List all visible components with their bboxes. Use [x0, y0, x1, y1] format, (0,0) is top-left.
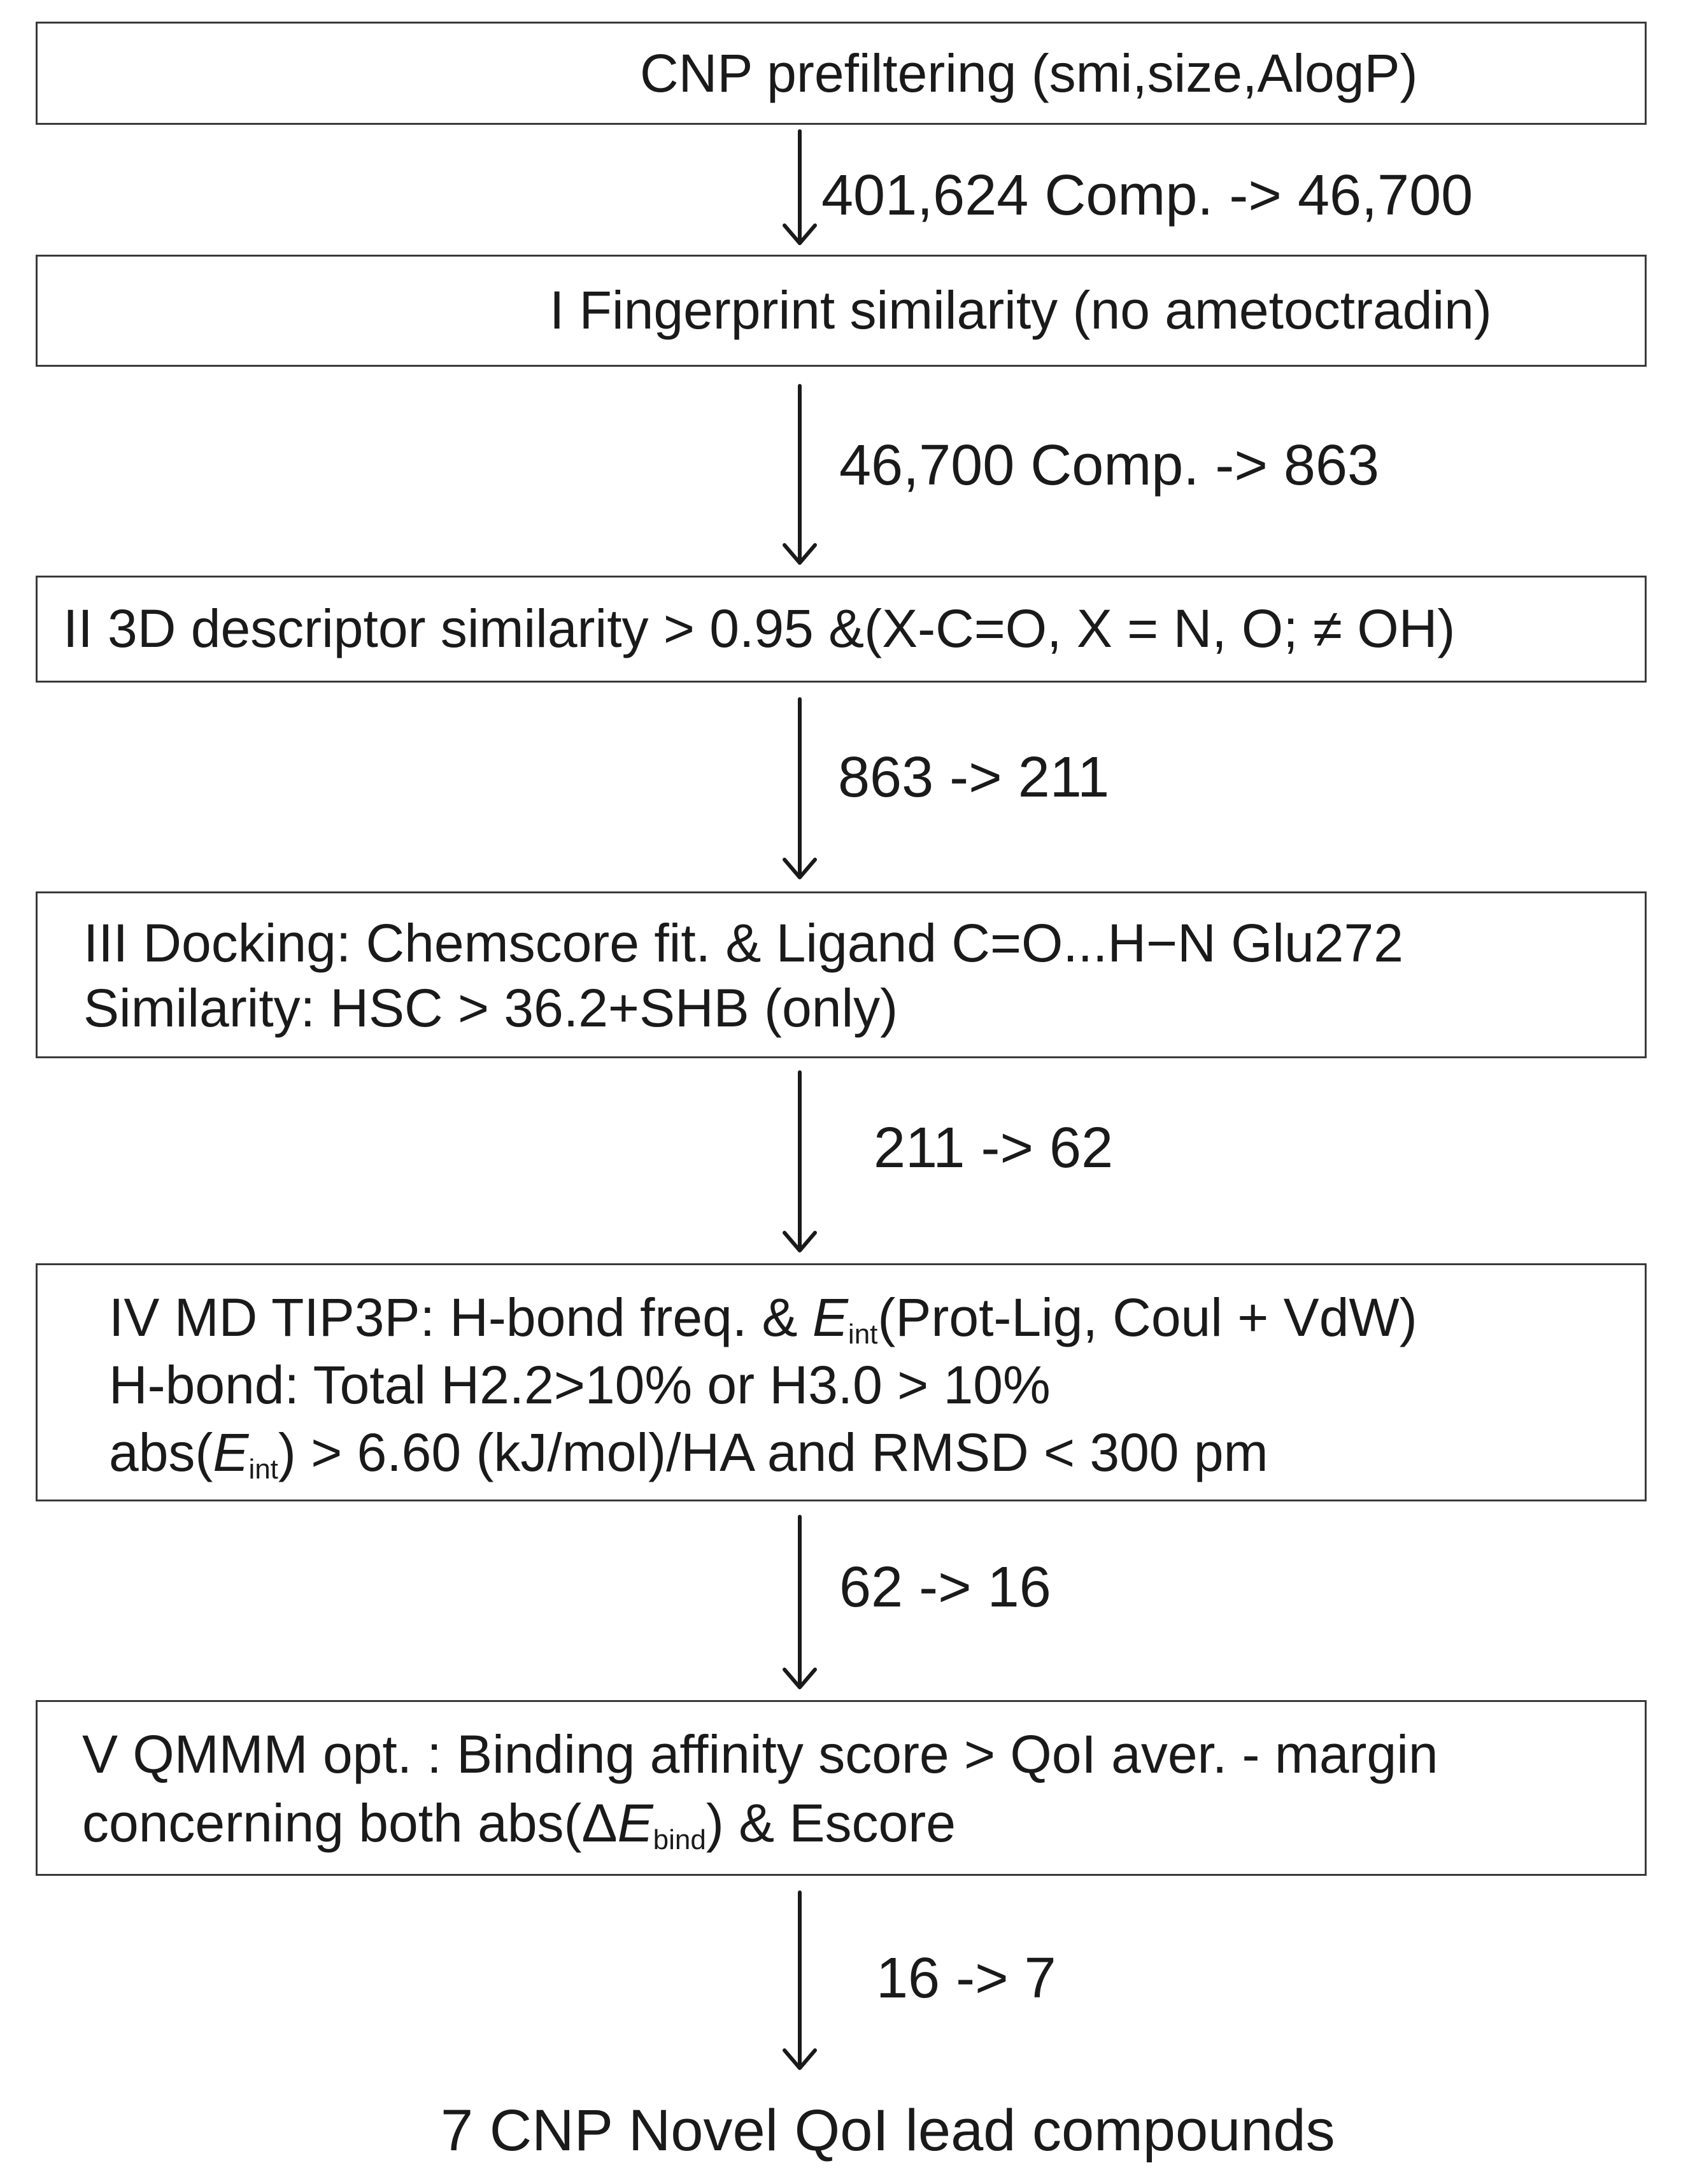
transition-count-3: 863 -> 211: [838, 746, 1110, 809]
stage-text-line-1: III Docking: Chemscore fit. & Ligand C=O…: [83, 913, 1403, 973]
transition-count-6: 16 -> 7: [876, 1946, 1056, 2010]
stage-text-line-2: Similarity: HSC > 36.2+SHB (only): [83, 978, 898, 1038]
stage-box-qmmm: V QMMM opt. : Binding affinity score > Q…: [36, 1700, 1647, 1876]
flow-arrow-4: [783, 1070, 817, 1252]
stage-box-docking: III Docking: Chemscore fit. & Ligand C=O…: [36, 891, 1647, 1058]
stage-text-line-1: IV MD TIP3P: H-bond freq. & Eint(Prot-Li…: [109, 1287, 1417, 1350]
transition-count-2: 46,700 Comp. -> 863: [839, 434, 1380, 497]
stage-box-fingerprint: I Fingerprint similarity (no ametoctradi…: [36, 255, 1647, 367]
flow-arrow-2: [783, 384, 817, 565]
transition-count-5: 62 -> 16: [839, 1556, 1051, 1619]
transition-count-4: 211 -> 62: [874, 1116, 1114, 1180]
stage-text: CNP prefiltering (smi,size,AlogP): [640, 43, 1418, 103]
stage-text-line-3: abs(Eint) > 6.60 (kJ/mol)/HA and RMSD < …: [109, 1422, 1268, 1485]
stage-box-prefiltering: CNP prefiltering (smi,size,AlogP): [36, 22, 1647, 125]
stage-box-3d-descriptor: II 3D descriptor similarity > 0.95 &(X-C…: [36, 576, 1647, 683]
flow-arrow-3: [783, 697, 817, 879]
stage-text: II 3D descriptor similarity > 0.95 &(X-C…: [63, 599, 1456, 658]
flow-arrow-1: [783, 129, 817, 245]
final-result: 7 CNP Novel QoI lead compounds: [441, 2098, 1335, 2163]
transition-count-1: 401,624 Comp. -> 46,700: [821, 164, 1473, 227]
stage-text-line-2: H-bond: Total H2.2>10% or H3.0 > 10%: [109, 1355, 1051, 1415]
flow-arrow-5: [783, 1515, 817, 1689]
stage-text-line-1: V QMMM opt. : Binding affinity score > Q…: [82, 1724, 1438, 1784]
stage-text: I Fingerprint similarity (no ametoctradi…: [550, 280, 1492, 340]
stage-box-md: IV MD TIP3P: H-bond freq. & Eint(Prot-Li…: [36, 1263, 1647, 1501]
stage-text-line-2: concerning both abs(ΔEbind) & Escore: [82, 1793, 956, 1855]
flow-arrow-6: [783, 1890, 817, 2070]
